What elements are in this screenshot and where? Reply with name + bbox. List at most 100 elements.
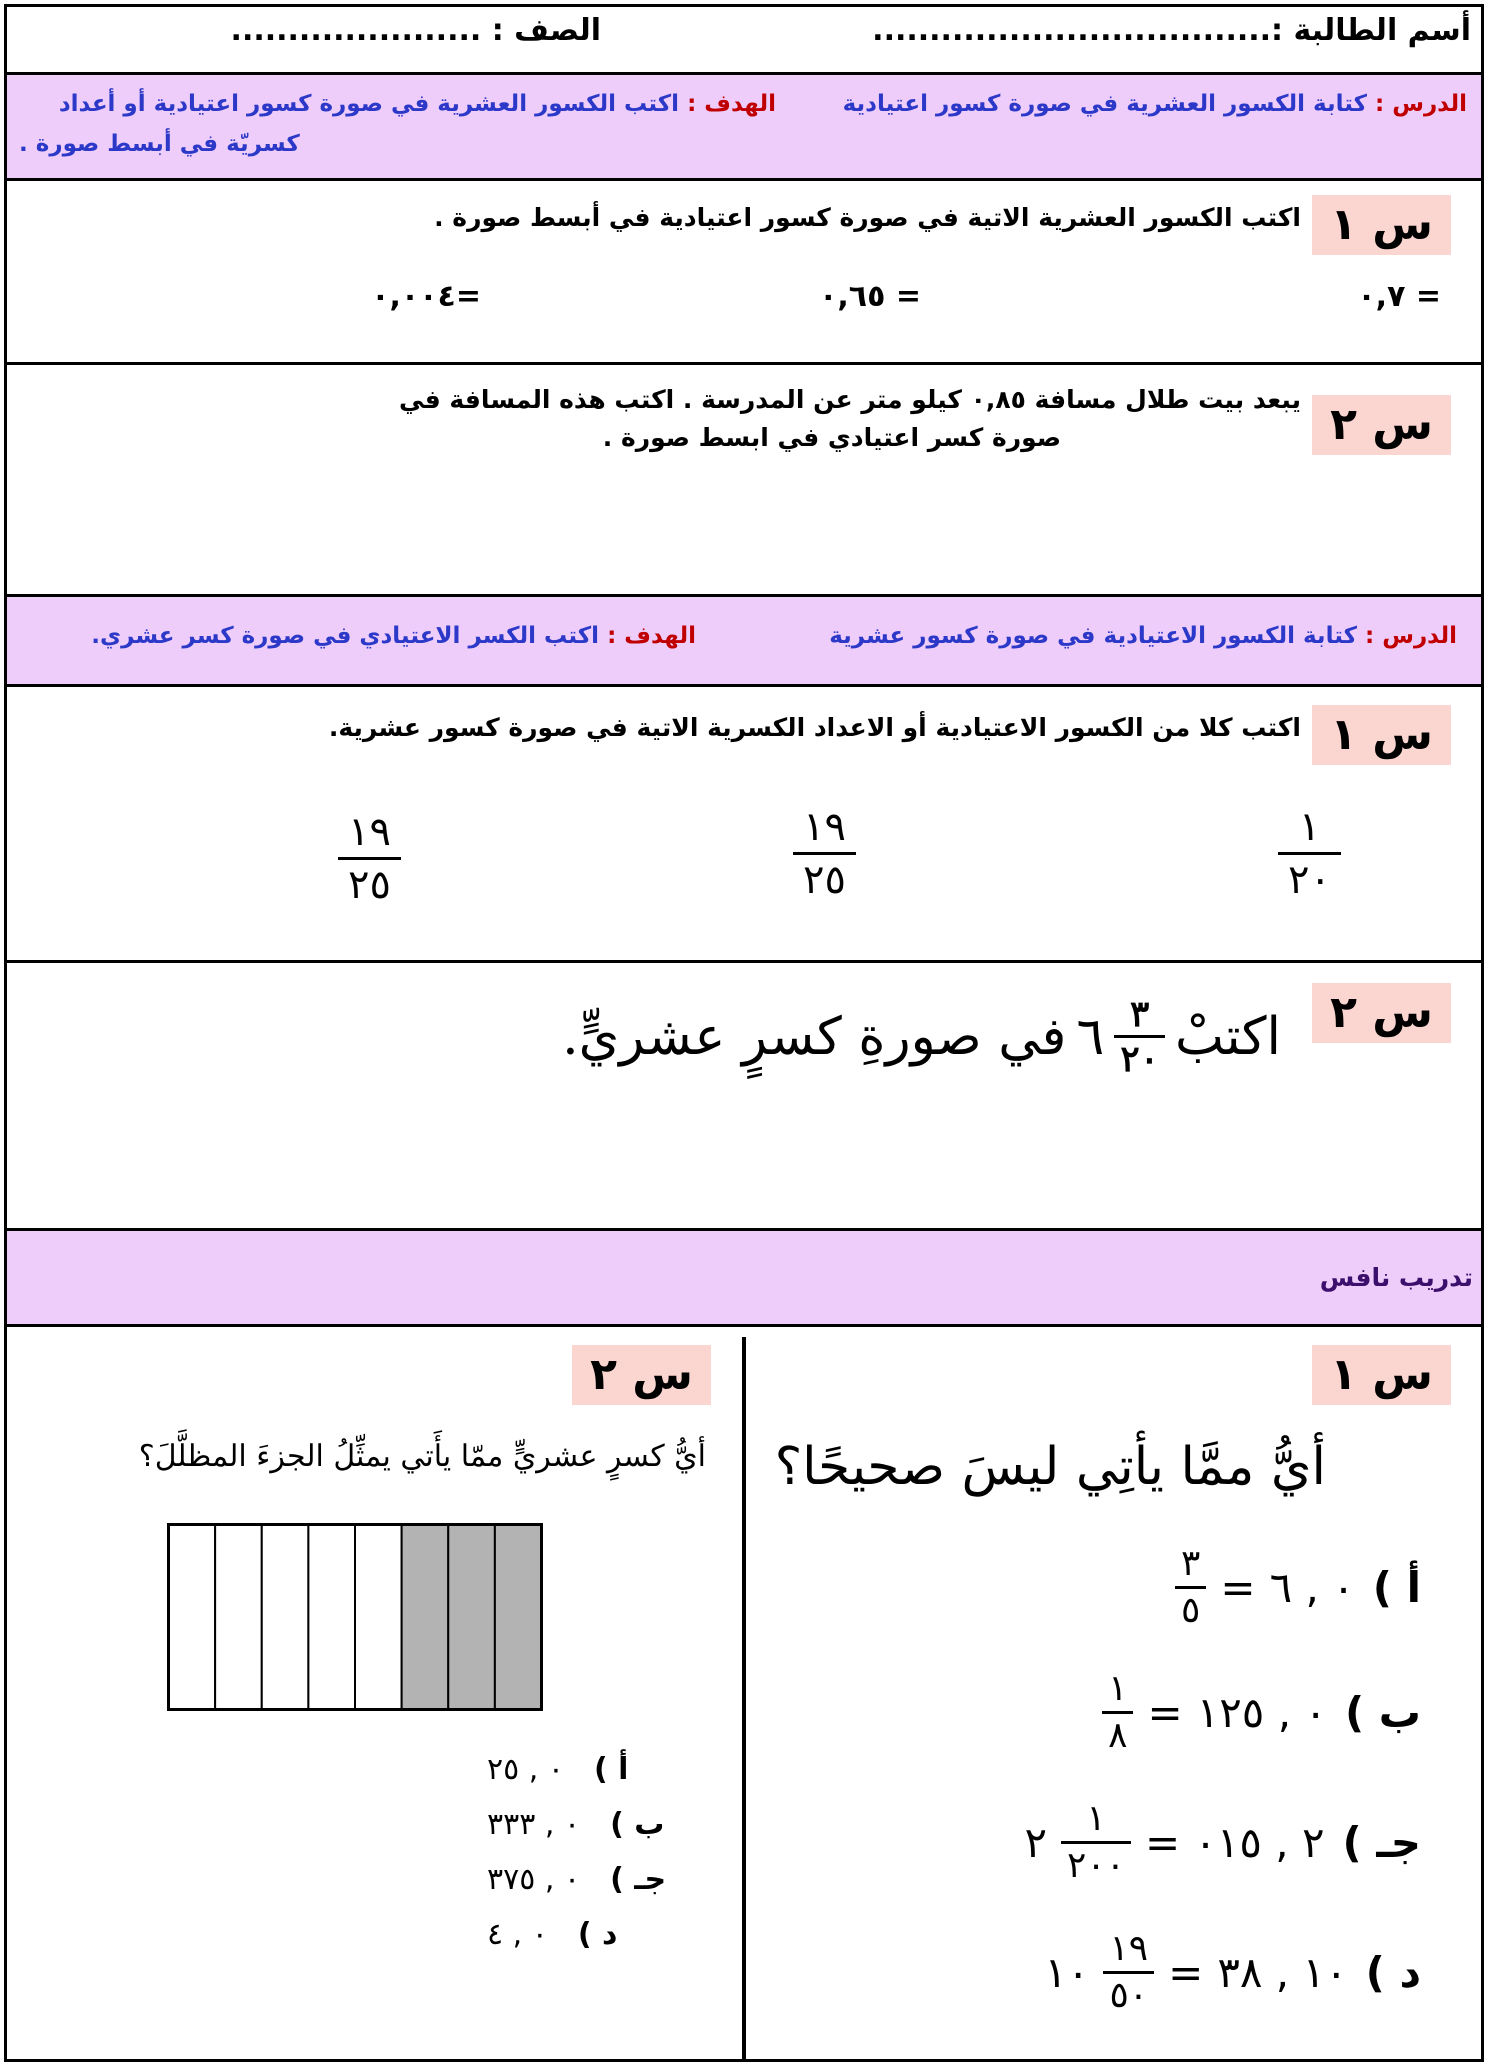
question2-line1: يبعد بيت طلال مسافة ٠,٨٥ كيلو متر عن الم… — [399, 385, 1301, 414]
p2-option-a[interactable]: أ ) ٠ , ٢٥ — [487, 1752, 628, 1787]
grid-cell-shaded — [493, 1523, 543, 1711]
q4-text-after: في صورةِ كسرٍ عشريٍّ. — [562, 1006, 1067, 1067]
p2-option-d-letter: د ) — [577, 1917, 618, 1952]
p1-option-b-rhs: ٠ , ١٢٥ — [1196, 1687, 1327, 1737]
practice-divider — [742, 1337, 746, 2059]
equals-sign: = — [1145, 1817, 1181, 1867]
practice-title: تدريب نافس — [1319, 1263, 1473, 1292]
lesson1-title-line: الدرس : كتابة الكسور العشرية في صورة كسو… — [843, 91, 1467, 117]
class-field[interactable]: الصف : ...................... — [230, 13, 601, 48]
p2-option-d[interactable]: د ) ٠ , ٤ — [487, 1917, 617, 1952]
lesson2-label: الدرس : — [1365, 623, 1457, 649]
p2-option-c[interactable]: جـ ) ٠ , ٣٧٥ — [487, 1862, 666, 1897]
student-name-field[interactable]: أسم الطالبة :...........................… — [872, 13, 1471, 48]
practice-banner: تدريب نافس — [7, 1231, 1481, 1327]
p1-option-d[interactable]: د ) ١٠ ١٩ ٥٠ = ١٠ , ٣٨ — [1044, 1917, 1421, 2027]
lesson2-goal-text: اكتب الكسر الاعتيادي في صورة كسر عشري. — [91, 623, 600, 649]
p1-option-d-frac: ١٩ ٥٠ — [1103, 1927, 1155, 2018]
p1-option-d-den: ٥٠ — [1103, 1970, 1155, 2018]
p2-option-c-value: ٠ , ٣٧٥ — [487, 1862, 581, 1897]
grid-cell-shaded — [447, 1523, 496, 1711]
grid-cell — [260, 1523, 310, 1711]
lesson1-label: الدرس : — [1375, 91, 1467, 117]
q4-text-before: اكتبْ — [1175, 1006, 1281, 1067]
question1-section: س ١ اكتب الكسور العشرية الاتية في صورة ك… — [7, 181, 1481, 365]
p2-option-b[interactable]: ب ) ٠ , ٣٣٣ — [487, 1807, 664, 1842]
p1-option-a-eq: ٣ ٥ = ٠ , ٦ — [1175, 1542, 1355, 1633]
q4-fraction-num: ٣ — [1130, 993, 1150, 1035]
fraction-1: ١ ٢٠ — [1278, 802, 1341, 905]
p1-option-a-num: ٣ — [1181, 1542, 1201, 1584]
fraction-2-num: ١٩ — [803, 804, 846, 850]
fraction-3-den: ٢٥ — [338, 857, 401, 910]
p1-option-b-frac: ١ ٨ — [1102, 1667, 1134, 1758]
p2-option-a-value: ٠ , ٢٥ — [487, 1752, 564, 1787]
question2-line2: صورة كسر اعتيادي في ابسط صورة . — [602, 423, 1061, 452]
practice2-question: أيُّ كسرٍ عشريٍّ ممّا يأَتي يمثِّلُ الجز… — [138, 1439, 706, 1474]
fraction-3: ١٩ ٢٥ — [338, 807, 401, 910]
practice-section: س ١ أيُّ ممَّا يأتِي ليسَ صحيحًا؟ أ ) ٣ … — [7, 1327, 1481, 2059]
question2-section: س ٢ يبعد بيت طلال مسافة ٠,٨٥ كيلو متر عن… — [7, 365, 1481, 597]
grid-cell — [214, 1523, 263, 1711]
p1-option-b-num: ١ — [1108, 1667, 1128, 1709]
grid-outline — [167, 1523, 543, 1711]
p1-option-c[interactable]: جـ ) ٢ ١ ٢٠٠ = ٢ , ٠١٥ — [1024, 1787, 1421, 1897]
p1-option-a-letter: أ ) — [1372, 1562, 1421, 1612]
question3-prompt: اكتب كلا من الكسور الاعتيادية أو الاعداد… — [328, 713, 1301, 742]
p1-option-c-rhs: ٢ , ٠١٥ — [1194, 1817, 1325, 1867]
question3-label: س ١ — [1312, 705, 1451, 765]
question4-label: س ٢ — [1312, 983, 1451, 1043]
lesson2-goal-label: الهدف : — [607, 623, 696, 649]
equals-sign: = — [1220, 1562, 1256, 1612]
lesson2-goal-line: الهدف : اكتب الكسر الاعتيادي في صورة كسر… — [91, 623, 696, 649]
lesson1-goal-label: الهدف : — [687, 91, 776, 117]
p1-option-d-letter: د ) — [1365, 1947, 1421, 1997]
p1-option-d-num: ١٩ — [1109, 1927, 1149, 1969]
p1-option-d-whole: ١٠ — [1044, 1947, 1090, 1997]
fraction-1-den: ٢٠ — [1278, 852, 1341, 905]
p2-option-c-letter: جـ ) — [610, 1862, 667, 1897]
q4-fraction: ٣ ٢٠ — [1114, 993, 1166, 1080]
p1-option-c-frac: ١ ٢٠٠ — [1061, 1797, 1132, 1888]
lesson1-title: كتابة الكسور العشرية في صورة كسور اعتياد… — [842, 91, 1367, 117]
p1-option-c-num: ١ — [1086, 1797, 1106, 1839]
p1-option-b[interactable]: ب ) ١ ٨ = ٠ , ١٢٥ — [1102, 1657, 1421, 1767]
question3-section: س ١ اكتب كلا من الكسور الاعتيادية أو الا… — [7, 687, 1481, 963]
p1-option-c-whole: ٢ — [1024, 1817, 1048, 1867]
grid-cell-shaded — [400, 1523, 450, 1711]
p1-option-a-rhs: ٠ , ٦ — [1269, 1562, 1355, 1612]
practice1-question: أيُّ ممَّا يأتِي ليسَ صحيحًا؟ — [774, 1437, 1326, 1497]
p2-option-b-letter: ب ) — [610, 1807, 665, 1842]
q4-whole: ٦ — [1076, 1006, 1105, 1067]
q1-item-1[interactable]: = ٠,٧ — [1357, 279, 1441, 314]
question1-label: س ١ — [1312, 195, 1451, 255]
practice2-label: س ٢ — [572, 1345, 711, 1405]
shaded-grid — [167, 1523, 543, 1711]
question2-label: س ٢ — [1312, 395, 1451, 455]
grid-cell — [354, 1523, 403, 1711]
p2-option-a-letter: أ ) — [593, 1752, 629, 1787]
q4-fraction-den: ٢٠ — [1114, 1035, 1166, 1080]
p2-option-d-value: ٠ , ٤ — [487, 1917, 548, 1952]
p1-option-c-letter: جـ ) — [1342, 1817, 1421, 1867]
lesson2-banner: الدرس : كتابة الكسور الاعتيادية في صورة … — [7, 597, 1481, 687]
p1-option-b-eq: ١ ٨ = ٠ , ١٢٥ — [1102, 1667, 1327, 1758]
lesson1-goal-text: اكتب الكسور العشرية في صورة كسور اعتيادي… — [58, 91, 680, 117]
question4-sentence: اكتبْ ٣ ٢٠ ٦ في صورةِ كسرٍ عشريٍّ. — [562, 993, 1281, 1080]
lesson2-title-line: الدرس : كتابة الكسور الاعتيادية في صورة … — [829, 623, 1457, 649]
p2-option-b-value: ٠ , ٣٣٣ — [487, 1807, 581, 1842]
q1-item-3[interactable]: =٠,٠٠٤ — [371, 279, 481, 314]
fraction-1-num: ١ — [1298, 804, 1321, 850]
lesson1-goal-line: الهدف : اكتب الكسور العشرية في صورة كسور… — [59, 91, 776, 117]
fraction-2: ١٩ ٢٥ — [793, 802, 856, 905]
q1-item-2[interactable]: = ٠,٦٥ — [819, 279, 921, 314]
p1-option-c-eq: ٢ ١ ٢٠٠ = ٢ , ٠١٥ — [1024, 1797, 1324, 1888]
grid-cell — [167, 1523, 217, 1711]
grid-cell — [307, 1523, 356, 1711]
fraction-2-den: ٢٥ — [793, 852, 856, 905]
header-row: أسم الطالبة :...........................… — [7, 7, 1481, 75]
p1-option-a[interactable]: أ ) ٣ ٥ = ٠ , ٦ — [1175, 1532, 1421, 1642]
fraction-3-num: ١٩ — [348, 809, 391, 855]
lesson1-banner: الدرس : كتابة الكسور العشرية في صورة كسو… — [7, 75, 1481, 181]
